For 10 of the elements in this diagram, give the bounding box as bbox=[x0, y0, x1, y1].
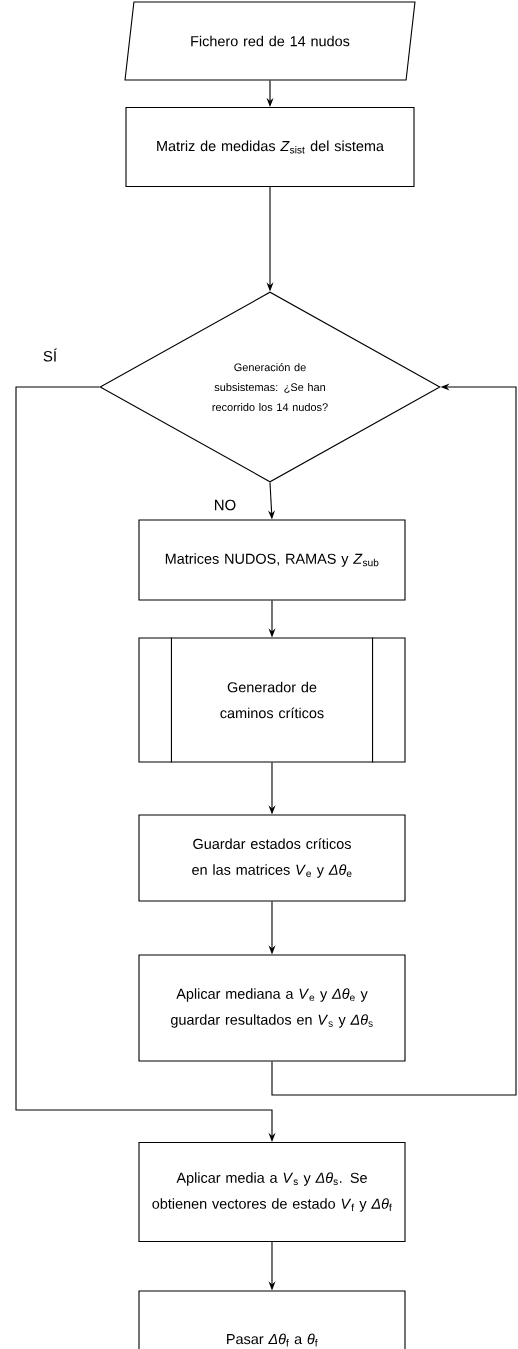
process-box: Aplicar mediana a V$_{e}$ y Δθ$_{e}$ y guardar resultados en V$_{s}$ y Δθ$_{s}$ bbox=[138, 954, 406, 1062]
subprocess-box: Generador de caminos críticos bbox=[138, 636, 406, 764]
process-box: Matriz de medidas Z$_{sist}$ del sistema bbox=[125, 106, 415, 188]
process-box: Aplicar media a V$_{s}$ y Δθ$_{s}$. Se obtienen vectores de estado V$_{f}$ y Δθ$_{f}$ bbox=[138, 1141, 406, 1243]
process-box: Guardar estados críticos en las matrices V$_{e}$ y Δθ$_{e}$ bbox=[138, 814, 406, 902]
edge-label: SÍ bbox=[43, 348, 58, 362]
process-box: Pasar Δθ$_{f}$ a θ$_{f}$ bbox=[138, 1290, 406, 1349]
edge-label: NO bbox=[215, 499, 236, 511]
process-box: Matrices NUDOS, RAMAS y Z$_{sub}$ bbox=[138, 519, 406, 601]
data-parallelogram: Fichero red de 14 nudos bbox=[124, 1, 416, 81]
